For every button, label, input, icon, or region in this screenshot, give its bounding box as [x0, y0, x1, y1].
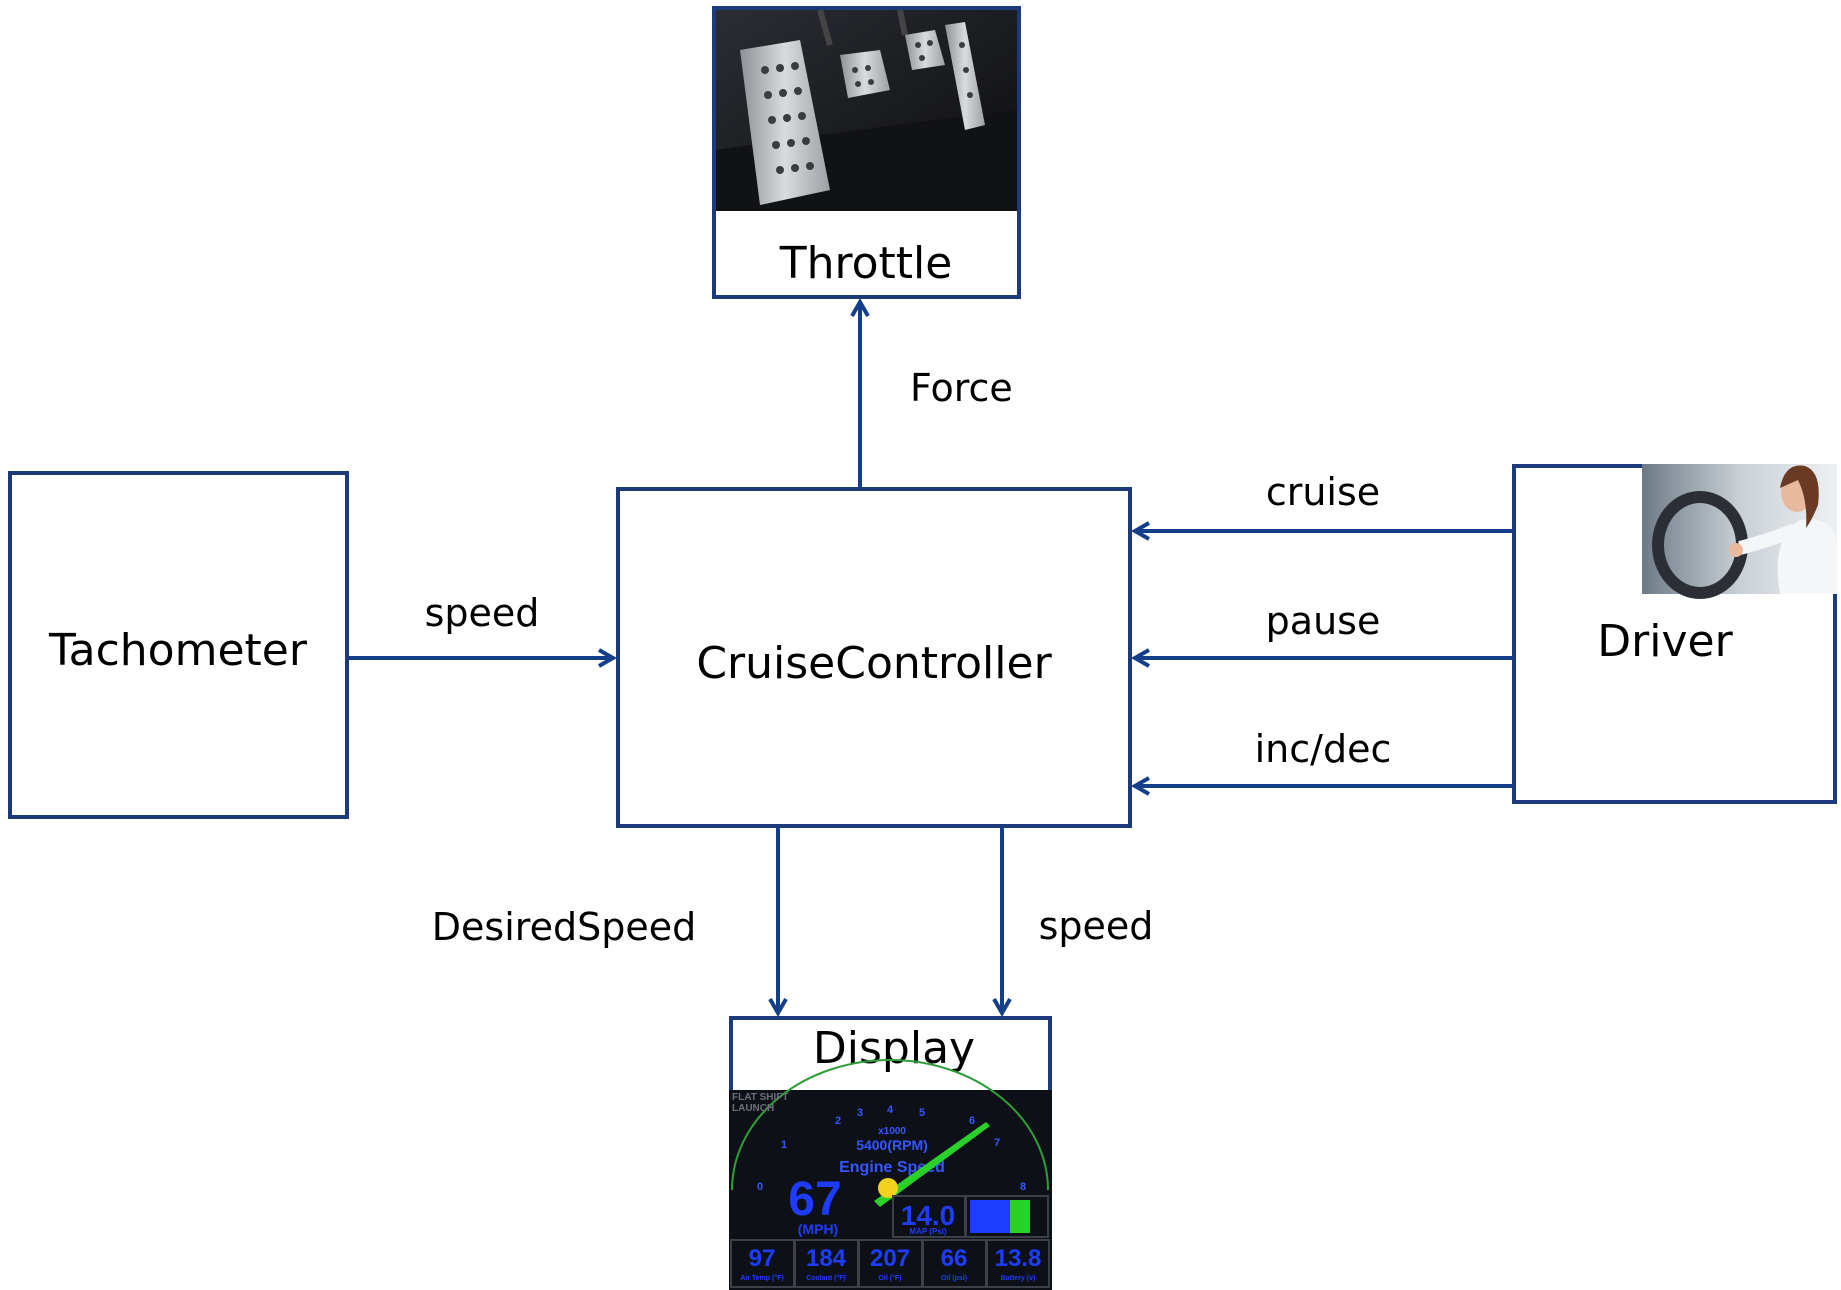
pedals-photo	[716, 9, 1017, 211]
map-unit: MAP (Psi)	[909, 1227, 947, 1236]
connectors	[349, 302, 1512, 1013]
speed-readout: 67	[788, 1173, 841, 1226]
gauge-label: Battery (v)	[1001, 1275, 1036, 1282]
gauge-value: 13.8	[995, 1245, 1042, 1272]
gauge-value: 184	[806, 1245, 847, 1272]
gauge-value: 207	[870, 1245, 910, 1272]
cruise-label: cruise	[1266, 470, 1380, 514]
gauge-label: Air Temp (°F)	[740, 1274, 784, 1282]
dashboard-screenshot: FLAT SHIFT LAUNCH 0 1 2 3 4 5 6 7 8 x100…	[729, 1059, 1052, 1290]
dial-tick: 1	[781, 1139, 787, 1151]
speed-output-label: speed	[1039, 904, 1154, 948]
gauge-label: Oil (psi)	[941, 1275, 967, 1282]
tachometer-label: Tachometer	[48, 625, 308, 676]
dial-tick: 0	[757, 1181, 763, 1193]
speed-unit: (MPH)	[798, 1221, 838, 1237]
dial-tick: 8	[1020, 1181, 1026, 1193]
rpm-value: 5400(RPM)	[856, 1137, 928, 1153]
dial-tick: 5	[919, 1107, 925, 1119]
throttle-node: Throttle	[712, 6, 1021, 299]
gauge-value: 66	[941, 1245, 968, 1272]
pause-label: pause	[1266, 599, 1381, 643]
tachometer-node: Tachometer	[8, 471, 349, 819]
map-readout: 14.0	[901, 1200, 956, 1231]
rpm-unit: x1000	[878, 1126, 906, 1137]
driver-node: Driver	[1512, 464, 1837, 804]
cruise-controller-label: CruiseController	[696, 638, 1052, 689]
display-node: Display FLAT SHIFT LAUNCH 0 1 2 3 4 5 6 …	[729, 1016, 1052, 1290]
dial-tick: 7	[994, 1137, 1000, 1149]
cruise-controller-node: CruiseController	[616, 487, 1132, 828]
needle-hub	[878, 1178, 898, 1198]
throttle-label: Throttle	[779, 238, 953, 289]
force-label: Force	[910, 366, 1013, 410]
dial-tick: 2	[835, 1115, 841, 1127]
boost-bar	[970, 1200, 1010, 1233]
gauge-strip: 97 184 207 66 13.8 Air Temp (°F) Coolant…	[730, 1239, 1050, 1288]
flat-shift-text: FLAT SHIFT	[732, 1092, 788, 1103]
driver-photo	[1642, 464, 1837, 599]
gauge-label: Coolant (°F)	[806, 1274, 846, 1282]
speed-input-label: speed	[425, 591, 540, 635]
dial-tick: 6	[969, 1115, 975, 1127]
driver-label: Driver	[1597, 616, 1733, 667]
dial-tick: 3	[857, 1107, 863, 1119]
display-label: Display	[813, 1023, 975, 1074]
gauge-label: Oil (°F)	[878, 1274, 901, 1282]
dial-tick: 4	[887, 1104, 894, 1116]
gauge-value: 97	[749, 1245, 776, 1272]
incdec-label: inc/dec	[1255, 727, 1392, 771]
launch-text: LAUNCH	[732, 1103, 774, 1114]
rpm-needle	[874, 1122, 990, 1207]
boost-bar-green	[1010, 1200, 1030, 1233]
desired-speed-label: DesiredSpeed	[432, 905, 696, 949]
